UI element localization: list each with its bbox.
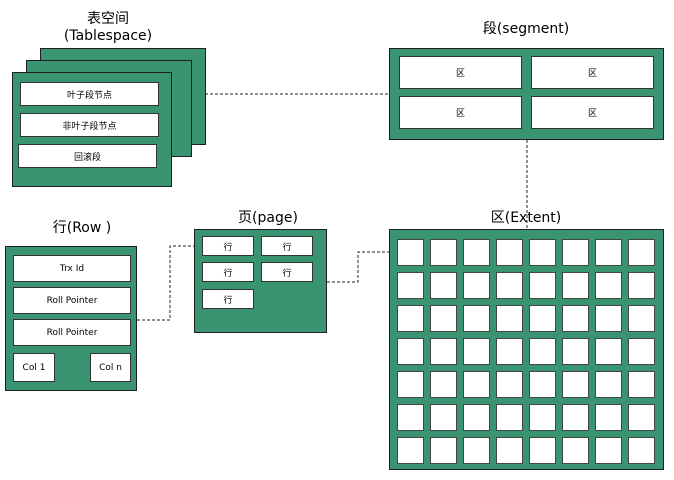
segment-extent-cell: 区 (399, 96, 522, 129)
extent-page-cell (529, 404, 556, 431)
extent-page-cell (562, 404, 589, 431)
col-n-field: Col n (90, 353, 131, 382)
extent-page-cell (463, 272, 490, 299)
tablespace-title: 表空间 (87, 11, 129, 27)
extent-page-cell (430, 404, 457, 431)
extent-page-cell (430, 338, 457, 365)
page-row-cell: 行 (202, 262, 254, 282)
extent-page-cell (562, 239, 589, 266)
extent-page-cell (496, 272, 523, 299)
page-row-cell: 行 (261, 262, 313, 282)
extent-page-cell (529, 338, 556, 365)
extent-page-cell (595, 371, 622, 398)
rollback-segment-cell: 回滚段 (18, 144, 157, 168)
extent-page-cell (628, 404, 655, 431)
extent-page-cell (397, 305, 424, 332)
extent-title: 区(Extent) (490, 210, 562, 226)
roll-pointer-field: Roll Pointer (13, 319, 131, 346)
row-to-page-connector (137, 245, 200, 321)
extent-page-cell (496, 338, 523, 365)
extent-page-cell (628, 272, 655, 299)
extent-page-cell (397, 371, 424, 398)
extent-page-cell (628, 239, 655, 266)
row-title: 行(Row ) (52, 220, 112, 236)
extent-page-cell (562, 437, 589, 464)
extent-page-cell (595, 437, 622, 464)
extent-page-cell (628, 305, 655, 332)
tablespace-subtitle: (Tablespace) (63, 28, 153, 44)
extent-page-cell (463, 239, 490, 266)
segment-extent-cell: 区 (531, 96, 654, 129)
extent-page-cell (496, 305, 523, 332)
page-row-cell: 行 (202, 236, 254, 256)
extent-page-cell (397, 239, 424, 266)
extent-page-cell (496, 239, 523, 266)
extent-page-cell (529, 437, 556, 464)
extent-page-cell (397, 437, 424, 464)
extent-page-cell (562, 272, 589, 299)
extent-page-cell (595, 239, 622, 266)
extent-page-cell (463, 338, 490, 365)
extent-page-cell (595, 272, 622, 299)
extent-page-cell (529, 239, 556, 266)
extent-page-cell (463, 371, 490, 398)
page-row-cell: 行 (202, 289, 254, 309)
extent-page-cell (397, 338, 424, 365)
extent-page-cell (430, 272, 457, 299)
extent-page-cell (463, 404, 490, 431)
extent-page-cell (595, 338, 622, 365)
col-1-field: Col 1 (13, 353, 55, 382)
extent-page-cell (529, 371, 556, 398)
roll-pointer-field: Roll Pointer (13, 287, 131, 314)
segment-extent-cell: 区 (399, 56, 522, 89)
page-to-extent-connector (327, 251, 413, 283)
extent-page-cell (595, 305, 622, 332)
segment-title: 段(segment) (482, 21, 570, 37)
extent-page-cell (496, 437, 523, 464)
trx-id-field: Trx Id (13, 255, 131, 282)
extent-page-cell (430, 305, 457, 332)
extent-page-cell (628, 371, 655, 398)
extent-page-cell (397, 404, 424, 431)
extent-page-cell (628, 437, 655, 464)
extent-page-cell (463, 437, 490, 464)
extent-page-cell (430, 239, 457, 266)
page-row-cell: 行 (261, 236, 313, 256)
extent-page-cell (430, 437, 457, 464)
non-leaf-segment-cell: 非叶子段节点 (20, 113, 159, 137)
extent-page-cell (529, 272, 556, 299)
extent-page-cell (562, 338, 589, 365)
extent-page-cell (496, 371, 523, 398)
extent-page-cell (430, 371, 457, 398)
extent-page-cell (628, 338, 655, 365)
extent-page-cell (463, 305, 490, 332)
leaf-segment-cell: 叶子段节点 (20, 82, 159, 106)
extent-page-cell (496, 404, 523, 431)
extent-page-cell (562, 371, 589, 398)
extent-page-cell (595, 404, 622, 431)
page-title: 页(page) (238, 210, 298, 226)
extent-page-cell (562, 305, 589, 332)
segment-extent-cell: 区 (531, 56, 654, 89)
extent-page-cell (397, 272, 424, 299)
extent-page-cell (529, 305, 556, 332)
